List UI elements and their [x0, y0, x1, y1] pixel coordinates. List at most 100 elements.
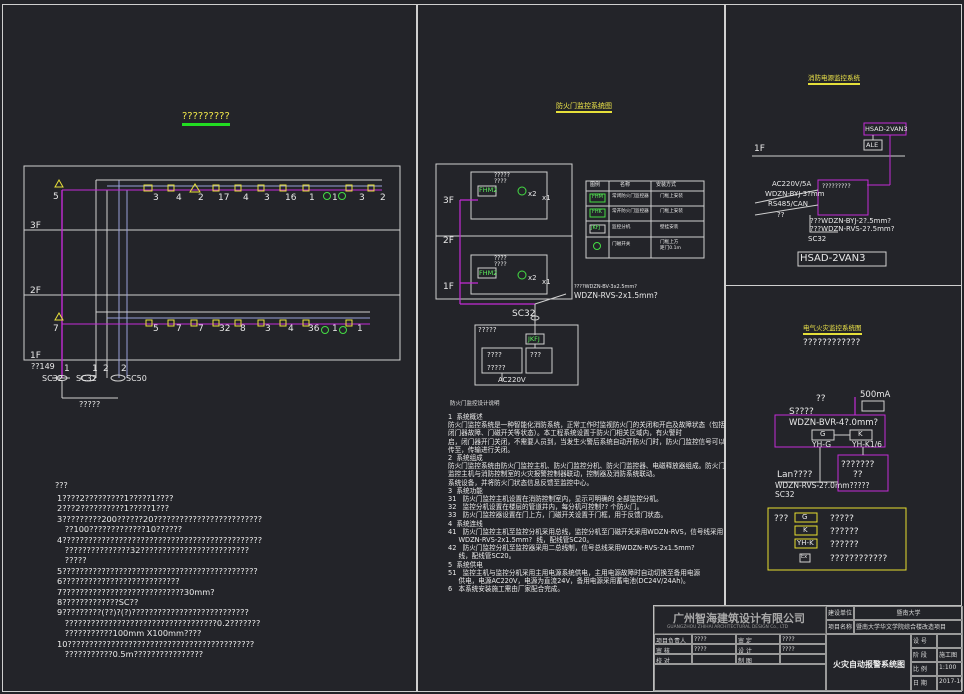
- emf-legend-sym: YH-K: [797, 539, 814, 547]
- description-line: 系统设备，并将防火门状态信息反馈至监控中心。: [448, 478, 594, 487]
- emf-legend-sym: Ex: [801, 554, 808, 560]
- power-label-1: AC220V/5A: [772, 180, 812, 188]
- f2-device-count: 32: [219, 324, 231, 334]
- legend-name: 监控分机: [612, 225, 631, 230]
- role-blank: [780, 654, 826, 664]
- right-top-floor: 1F: [754, 144, 765, 154]
- description-line: WDZN-RVS-2x1.5mm? 线，配线管SC20。: [448, 536, 594, 545]
- legend-symbol: FHK: [592, 209, 602, 215]
- role-label: 项目负责人: [654, 634, 692, 644]
- device-hsad-big: HSAD-2VAN3: [800, 253, 866, 264]
- emf-t12: WDZN-RVS-2?.0mm?????: [775, 481, 870, 490]
- emf-legend-label: ??????: [830, 527, 859, 537]
- legend-symbol: FHM: [592, 194, 603, 200]
- controller-box-title: ?????: [478, 326, 497, 334]
- emf-legend-sym: K: [803, 526, 808, 534]
- f3-device-count: 4: [176, 193, 182, 203]
- description-line: 5 系统供电: [448, 560, 483, 569]
- riser-number: 2: [103, 364, 109, 374]
- role-name: ????: [780, 634, 826, 644]
- emf-t11: Lan????: [777, 470, 813, 480]
- role-name: ????: [692, 644, 736, 654]
- electrical-fire-title: 电气火灾监控系统图: [803, 325, 862, 335]
- meta-label: 比 例: [911, 662, 937, 676]
- emf-t2: 500mA: [860, 390, 891, 400]
- emf-t13: SC32: [775, 490, 795, 499]
- description-text: 1 系统概述防火门监控系统是一种智能化消防系统，正常工作时监视防火门的关闭和开启…: [448, 413, 725, 593]
- legend-header-install: 安装方式: [656, 182, 677, 188]
- riser-number: 2: [121, 364, 127, 374]
- power-label-4: ??: [777, 211, 785, 219]
- door-box-caption-1f: ???? ????: [494, 255, 507, 268]
- role-label: 校 对: [654, 654, 692, 664]
- controller-sub2: ???: [530, 351, 542, 359]
- note-line: ???????????0.5m????????????????: [57, 649, 204, 660]
- note-line: 5???????????????????????????????????????…: [57, 565, 258, 576]
- fhm-module-1f: FHM2: [479, 269, 498, 277]
- company-cell: 广州智海建筑设计有限公司 GUANGZHOU ZHIHAI ARCHITECTU…: [654, 606, 826, 634]
- meta-label: 设 号: [911, 634, 937, 648]
- description-line: 31 防火门监控主机设置在消防控制室内，显示可明确的 全部监控分机。: [448, 495, 663, 504]
- description-line: 传至，传输进行关闭。: [448, 445, 514, 454]
- f2-device-count: 1: [357, 324, 363, 334]
- cable-label-top: ????WDZN-BV-3x2.5mm?: [574, 284, 637, 290]
- f2-device-count: 36: [308, 324, 320, 334]
- role-blank: [692, 654, 736, 664]
- riser-number: 1: [64, 364, 70, 374]
- emf-t5: G: [820, 430, 826, 438]
- f3-device-count: 17: [218, 193, 230, 203]
- description-line: 供电，电源AC220V，电源为直流24V，备用电源采用蓄电池(DC24V/24A…: [448, 577, 690, 586]
- description-line: 监控主机与消防控制室的火灾报警控制器联动，控制器及消防系统联动。: [448, 470, 659, 479]
- f2-device-count: 7: [176, 324, 182, 334]
- company-name: 广州智海建筑设计有限公司: [673, 612, 805, 625]
- note-line: 8?????????????SC??: [57, 597, 139, 608]
- trunk-label: SC32: [512, 309, 536, 319]
- legend-header-name: 名称: [620, 182, 631, 188]
- floor-label-3f: 3F: [30, 221, 41, 231]
- left-panel-frame: [2, 4, 417, 692]
- mid-floor-1f: 1F: [443, 282, 454, 292]
- description-line: 防火门监控系统是一种智能化消防系统，正常工作时监视防火门的关闭和开启及故障状态（…: [448, 421, 725, 430]
- client-value: 暨南大学: [854, 606, 963, 620]
- client-label: 建设单位: [826, 606, 854, 620]
- f2-device-count: 7: [53, 324, 59, 334]
- f3-device-count: 1: [332, 193, 338, 203]
- role-label: 设 计: [736, 644, 780, 654]
- description-line: 6 本系统安装施工需由厂家配合完成。: [448, 585, 564, 594]
- role-name: ????: [780, 644, 826, 654]
- note-line: ??100?????????????10??????: [57, 524, 183, 535]
- emf-t7: YH-G: [812, 440, 832, 449]
- legend-install: 壁挂安装: [660, 225, 679, 230]
- emf-legend-sym: G: [802, 513, 808, 521]
- power-label-5: ???WDZN-BYJ-2?.5mm?: [810, 217, 892, 225]
- description-line: 4 系统连线: [448, 519, 483, 528]
- f2-device-count: 4: [288, 324, 294, 334]
- power-label-7: SC32: [808, 235, 827, 243]
- f3-device-count: 3: [359, 193, 365, 203]
- module-count-1f: x2: [528, 274, 537, 282]
- emf-legend-title: ???: [774, 514, 789, 524]
- module-count-3f-b: x1: [542, 194, 551, 202]
- device-hsad-top: HSAD-2VAN3: [865, 125, 908, 133]
- note-line: 1????2?????????1?????1????: [57, 493, 174, 503]
- emf-legend-label: ?????: [830, 514, 854, 524]
- notes-heading: ???: [55, 481, 68, 490]
- meta-value: 1:100: [937, 662, 963, 676]
- f3-device-count: 4: [243, 193, 249, 203]
- power-label-2: WDZN-BYJ-3?mm: [765, 190, 825, 198]
- note-line: 3?????????200??????20???????????????????…: [57, 513, 263, 524]
- module-count-1f-b: x1: [542, 278, 551, 286]
- emf-legend-label: ??????: [830, 540, 859, 550]
- description-line: 闭门器故障、门磁开关等状态）。本工程系统设置于防火门相关区域内，有火警时: [448, 429, 683, 438]
- note-line: 6???????????????????????????: [57, 576, 180, 587]
- f3-device-count: 5: [53, 192, 59, 202]
- emf-t9: ???????: [841, 460, 875, 470]
- fhm-module-3f: FHM2: [479, 186, 498, 194]
- role-name: ????: [692, 634, 736, 644]
- jkfj-controller: JKFJ: [528, 335, 540, 343]
- note-line: ???????????????????????????????????0.2??…: [57, 617, 261, 628]
